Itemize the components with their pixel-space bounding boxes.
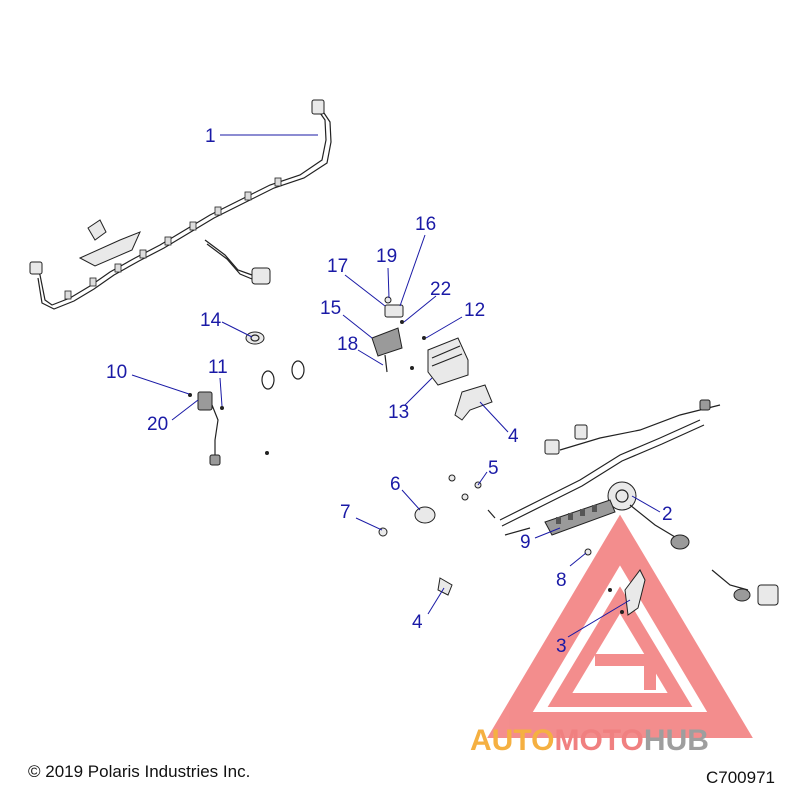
callout-1: 1 bbox=[205, 126, 216, 147]
part-4-bracket-upper bbox=[454, 384, 493, 421]
copyright-text: © 2019 Polaris Industries Inc. bbox=[28, 762, 251, 781]
callout-19: 19 bbox=[376, 246, 397, 267]
part-3-bracket bbox=[608, 569, 646, 616]
watermark-part1: AUTO bbox=[470, 724, 554, 757]
clips bbox=[261, 360, 305, 390]
watermark-part3: HUB bbox=[644, 724, 709, 757]
svg-text:AUTOMOTOHUB: AUTOMOTOHUB bbox=[470, 724, 709, 757]
part-13-module bbox=[371, 296, 469, 386]
callout-22: 22 bbox=[430, 279, 451, 300]
callout-8: 8 bbox=[556, 570, 567, 591]
callout-17: 17 bbox=[327, 256, 348, 277]
callout-2: 2 bbox=[662, 504, 673, 525]
callout-10: 10 bbox=[106, 362, 127, 383]
part-4-clip-lower bbox=[437, 577, 453, 596]
right-connector bbox=[711, 569, 779, 606]
callout-9: 9 bbox=[520, 532, 531, 553]
callout-labels: 1 2 3 4 4 5 6 7 8 9 10 11 12 13 14 15 16… bbox=[106, 126, 673, 657]
watermark-part2: MOTO bbox=[554, 724, 643, 757]
watermark-logo bbox=[487, 514, 753, 738]
fasteners bbox=[378, 474, 592, 556]
callout-6: 6 bbox=[390, 474, 401, 495]
callout-18: 18 bbox=[337, 334, 358, 355]
part-20-sensor bbox=[188, 391, 269, 466]
part-9-switch-bank bbox=[544, 499, 616, 536]
leader-lines bbox=[131, 134, 661, 638]
callout-12: 12 bbox=[464, 300, 485, 321]
callout-16: 16 bbox=[415, 214, 436, 235]
watermark-text: AUTOMOTOHUB bbox=[470, 724, 709, 757]
part-2-main-harness bbox=[499, 399, 721, 550]
callout-4-upper: 4 bbox=[508, 426, 519, 447]
callout-5: 5 bbox=[488, 458, 499, 479]
callout-11: 11 bbox=[208, 357, 228, 378]
callout-7: 7 bbox=[340, 502, 351, 523]
callout-15: 15 bbox=[320, 298, 341, 319]
callout-13: 13 bbox=[388, 402, 409, 423]
callout-3: 3 bbox=[556, 636, 567, 657]
callout-14: 14 bbox=[200, 310, 222, 331]
part-14-grommet bbox=[245, 331, 265, 345]
part-1-harness bbox=[29, 99, 332, 310]
figure-code: C700971 bbox=[706, 768, 776, 787]
callout-4-lower: 4 bbox=[412, 612, 423, 633]
callout-20: 20 bbox=[147, 414, 168, 435]
